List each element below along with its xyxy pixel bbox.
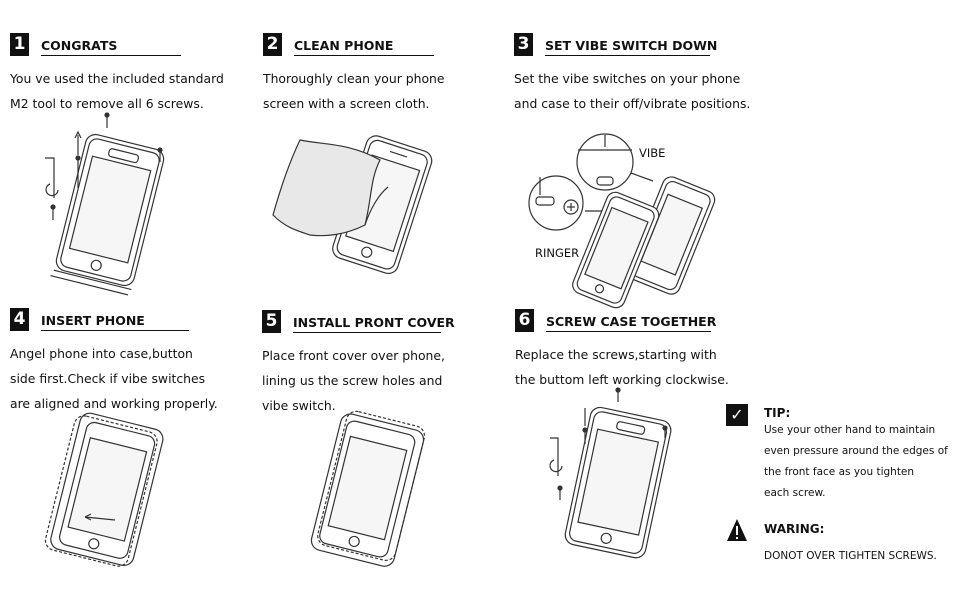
install-front-cover-illustration [310,410,426,567]
warning-box: WARING: DONOT OVER TIGHTEN SCREWS. [726,518,956,567]
desc-line: vibe switch. [262,398,336,413]
tip-line: even pressure around the edges of [764,445,948,457]
tip-text: Use your other hand to maintain even pre… [764,420,956,504]
step-number: 1 [10,33,29,56]
step-title: SCREW CASE TOGETHER [546,314,716,332]
desc-line: side first.Check if vibe switches [10,371,206,386]
step-header: 5 INSTALL PRONT COVER [262,310,502,333]
step-title: INSERT PHONE [41,313,189,331]
step-number: 4 [10,308,29,331]
desc-line: screen with a screen cloth. [263,96,430,111]
warning-text: DONOT OVER TIGHTEN SCREWS. [764,550,937,562]
warning-title: WARING: [764,522,825,536]
checkmark-icon: ✓ [726,404,748,426]
step-5: 5 INSTALL PRONT COVER Place front cover … [262,310,502,418]
desc-line: M2 tool to remove all 6 screws. [10,96,204,111]
step-header: 6 SCREW CASE TOGETHER [515,309,775,332]
desc-line: Set the vibe switches on your phone [514,71,741,86]
desc-line: the buttom left working clockwise. [515,372,729,387]
vibe-label: VIBE [639,146,666,160]
step-number: 5 [262,310,281,333]
screw-case-illustration [549,387,672,559]
step-header: 1 CONGRATS [10,33,250,56]
step-title: INSTALL PRONT COVER [293,315,455,333]
tip-line: Use your other hand to maintain [764,424,936,436]
desc-line: Thoroughly clean your phone [263,71,445,86]
step-description: Set the vibe switches on your phone and … [514,66,774,116]
step-number: 6 [515,309,534,332]
step-header: 4 INSERT PHONE [10,308,250,331]
step-description: Place front cover over phone, lining us … [262,343,502,418]
phone-case-screws-illustration [45,112,165,296]
ringer-label: RINGER [535,246,580,260]
tip-box: ✓ TIP: Use your other hand to maintain e… [726,404,956,504]
step-title: CONGRATS [41,38,181,56]
step-title: CLEAN PHONE [294,38,434,56]
desc-line: Replace the screws,starting with [515,347,717,362]
step-header: 3 SET VIBE SWITCH DOWN [514,33,774,56]
step-4: 4 INSERT PHONE Angel phone into case,but… [10,308,250,416]
step-number: 2 [263,33,282,56]
desc-line: lining us the screw holes and [262,373,443,388]
tip-line: each screw. [764,487,826,499]
step-title: SET VIBE SWITCH DOWN [545,38,717,56]
step-number: 3 [514,33,533,56]
desc-line: Place front cover over phone, [262,348,445,363]
step-6: 6 SCREW CASE TOGETHER Replace the screws… [515,309,775,392]
step-description: Thoroughly clean your phone screen with … [263,66,503,116]
tip-header: ✓ TIP: [726,404,956,426]
cloth-cleaning-illustration [272,135,433,275]
warning-header: WARING: [726,518,956,542]
desc-line: You ve used the included standard [10,71,224,86]
warning-triangle-icon [727,519,747,541]
tip-line: the front face as you tighten [764,466,915,478]
step-description: Angel phone into case,button side first.… [10,341,250,416]
desc-line: are aligned and working properly. [10,396,218,411]
step-2: 2 CLEAN PHONE Thoroughly clean your phon… [263,33,503,116]
desc-line: and case to their off/vibrate positions. [514,96,751,111]
step-3: 3 SET VIBE SWITCH DOWN Set the vibe swit… [514,33,774,116]
vibe-switch-illustration [528,133,716,309]
step-1: 1 CONGRATS You ve used the included stan… [10,33,250,116]
step-description: You ve used the included standard M2 too… [10,66,250,116]
step-description: Replace the screws,starting with the but… [515,342,775,392]
insert-phone-illustration [44,412,164,567]
tip-title: TIP: [764,406,791,420]
step-header: 2 CLEAN PHONE [263,33,503,56]
desc-line: Angel phone into case,button [10,346,193,361]
